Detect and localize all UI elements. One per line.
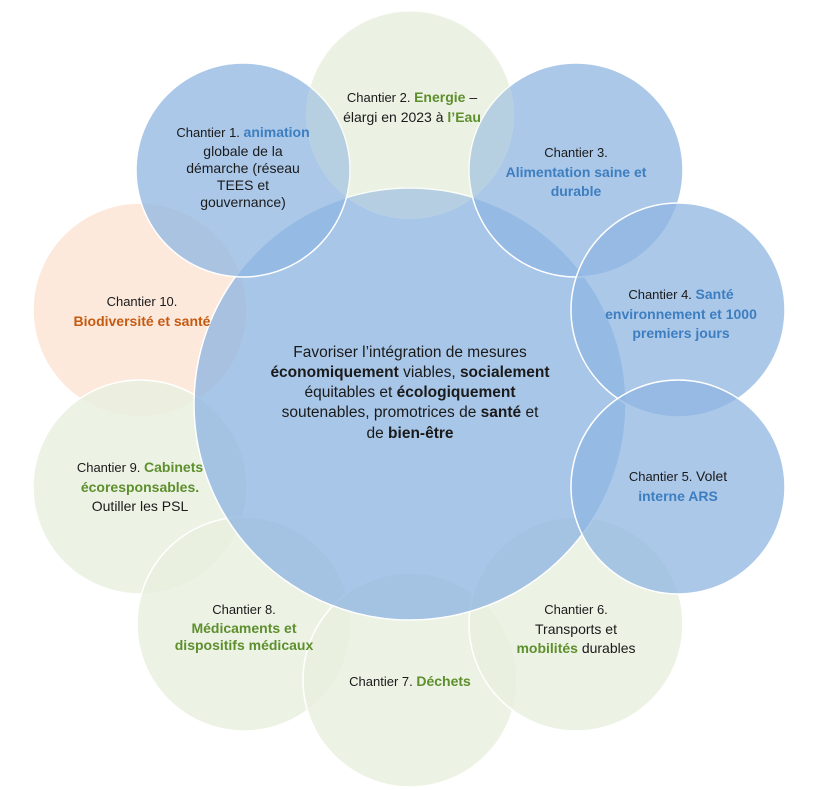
chantier-6-highlight: mobilités (516, 640, 578, 657)
chantier-9-prefix: Chantier 9. (76, 460, 145, 475)
chantier-5-highlight: interne ARS (638, 487, 718, 504)
center-text-5: et (521, 404, 539, 422)
chantier-6-rest: durables (577, 640, 636, 657)
label-chantier-5: Chantier 5. Volet interne ARS (608, 467, 748, 506)
label-chantier-8: Chantier 8. Médicaments et dispositifs m… (162, 600, 326, 655)
chantier-6-prefix: Chantier 6. (544, 602, 608, 617)
center-text-6: de (366, 424, 389, 442)
circle-chantier-5 (570, 379, 786, 595)
chantier-4-prefix: Chantier 4. (628, 287, 696, 302)
chantier-1-rest: globale de la démarche (réseau TEES et g… (186, 142, 300, 210)
chantier-2-rest: – élargi en 2023 à (343, 89, 478, 125)
center-bold-4: santé (480, 404, 522, 422)
chantier-6-rest-first: Transports et (535, 620, 617, 637)
circle-chantier-1 (135, 62, 351, 278)
label-chantier-6: Chantier 6. Transports et mobilités dura… (498, 600, 654, 659)
chantier-7-prefix: Chantier 7. (349, 674, 417, 689)
chantier-3-highlight: Alimentation saine et durable (505, 163, 647, 200)
chantier-9-highlight: Cabinets écoresponsables. (80, 459, 204, 495)
chantier-7-highlight: Déchets (416, 673, 471, 689)
chantier-9-rest: Outiller les PSL (91, 498, 189, 515)
label-chantier-1: Chantier 1. animation globale de la déma… (163, 123, 323, 212)
center-line-1: Favoriser l’intégration de mesures (293, 344, 527, 361)
chantier-5-rest: Volet (696, 468, 728, 484)
center-bold-2: socialement (459, 364, 550, 382)
label-chantier-7: Chantier 7. Déchets (330, 672, 490, 692)
label-chantier-9: Chantier 9. Cabinets écoresponsables. Ou… (60, 458, 220, 517)
center-bold-1: économiquement (270, 364, 399, 382)
chantier-2-prefix: Chantier 2. (346, 90, 415, 105)
center-text: Favoriser l’intégration de mesures écono… (250, 343, 570, 444)
center-bold-3: écologiquement (396, 384, 516, 402)
label-chantier-4: Chantier 4. Santé environnement et 1000 … (605, 285, 757, 344)
chantier-4-highlight: Santé environnement et 1000 premiers jou… (605, 286, 757, 342)
center-text-2: viables, (398, 364, 460, 382)
chantier-8-highlight: Médicaments et dispositifs médicaux (174, 619, 314, 653)
chantier-10-prefix: Chantier 10. (106, 294, 178, 309)
center-text-3: équitables et (304, 384, 397, 402)
chantier-8-prefix: Chantier 8. (212, 602, 276, 617)
chantier-3-prefix: Chantier 3. (544, 145, 608, 160)
label-chantier-3: Chantier 3. Alimentation saine et durabl… (500, 143, 652, 202)
label-chantier-2: Chantier 2. Energie – élargi en 2023 à l… (334, 88, 490, 127)
label-chantier-10: Chantier 10. Biodiversité et santé (62, 292, 222, 331)
chantier-2-highlight-2: l’Eau (447, 108, 481, 125)
center-bold-5: bien-être (388, 424, 454, 442)
chantier-1-highlight: animation (243, 124, 310, 140)
chantier-5-prefix: Chantier 5. (628, 469, 697, 484)
chantier-1-prefix: Chantier 1. (176, 125, 244, 140)
center-text-4: soutenables, promotrices de (281, 404, 481, 422)
chantier-2-highlight: Energie (414, 89, 466, 105)
chantier-10-highlight: Biodiversité et santé (73, 312, 211, 329)
